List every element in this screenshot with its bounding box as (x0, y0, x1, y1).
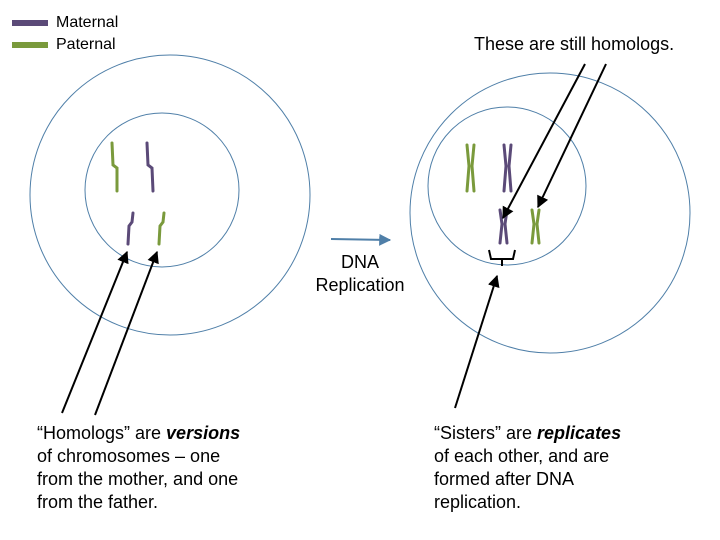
replicated-paternal-chromosome-bottom (530, 208, 541, 245)
paternal-chromosome (110, 141, 119, 193)
left-cell-outer (29, 54, 311, 336)
left-cell-nucleus (84, 112, 240, 268)
replication-line-2: Replication (315, 275, 405, 295)
homologs-caption: “Homologs” are versions of chromosomes –… (37, 422, 287, 514)
dna-replication-label: DNA Replication (300, 251, 420, 297)
homologs-caption-line-3: from the mother, and one (37, 469, 239, 489)
maternal-swatch (12, 20, 48, 26)
sisters-caption-line-1: “Sisters” are replicates (434, 423, 622, 443)
legend-paternal: Paternal (12, 36, 116, 54)
right-cell-nucleus (427, 106, 587, 266)
replication-arrow (330, 233, 392, 246)
paternal-label: Paternal (56, 36, 116, 53)
homologs-caption-line-4: from the father. (37, 492, 159, 512)
still-homologs-arrow-left (502, 63, 586, 220)
left-chromosome-pair-top (110, 141, 155, 193)
homolog-pointer-arrow-maternal (61, 250, 129, 414)
replication-line-1: DNA (340, 252, 379, 272)
homologs-caption-line-1: “Homologs” are versions (37, 423, 241, 443)
paternal-swatch (12, 42, 48, 48)
homolog-pointer-arrow-paternal (94, 250, 159, 416)
sisters-caption-line-2: of each other, and are (434, 446, 610, 466)
sisters-caption-line-3: formed after DNA (434, 469, 575, 489)
sisters-pointer-arrow (454, 274, 500, 409)
replicated-maternal-chromosome-top (502, 143, 513, 193)
left-chromosome-pair-bottom (126, 211, 166, 246)
right-cell-outer (409, 72, 691, 354)
sisters-caption-line-4: replication. (434, 492, 522, 512)
still-homologs-label: These are still homologs. (474, 34, 675, 54)
sisters-caption: “Sisters” are replicates of each other, … (434, 422, 694, 514)
paternal-chromosome (157, 211, 166, 246)
replicated-paternal-chromosome-top (465, 143, 476, 193)
maternal-chromosome (145, 141, 155, 193)
homologs-caption-line-2: of chromosomes – one (37, 446, 221, 466)
maternal-label: Maternal (56, 14, 119, 31)
maternal-chromosome (126, 211, 135, 246)
sister-chromatids-bracket (488, 249, 516, 266)
still-homologs-arrow-right (537, 63, 607, 209)
legend-maternal: Maternal (12, 14, 118, 32)
